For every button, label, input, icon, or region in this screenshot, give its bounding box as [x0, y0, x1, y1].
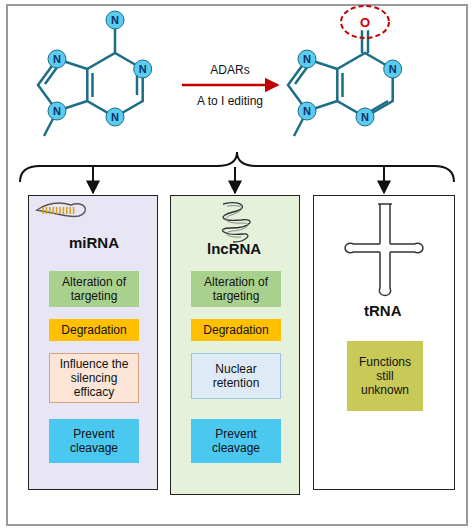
panel-title: miRNA	[69, 234, 119, 251]
effect-box: Alteration of targeting	[191, 271, 281, 307]
branch-arrows	[93, 167, 384, 193]
atom-label: N	[53, 105, 61, 117]
atom-label: N	[303, 105, 311, 117]
atom-label: N	[303, 53, 311, 65]
effect-text: Influence the silencing efficacy	[54, 357, 134, 399]
atom-label: N	[389, 63, 397, 75]
atom-label: N	[111, 111, 119, 123]
panel-title: tRNA	[364, 302, 402, 319]
effect-box: Prevent cleavage	[49, 419, 139, 463]
outer-frame	[7, 5, 467, 525]
effect-text: Prevent cleavage	[195, 427, 277, 455]
effect-box: Functions still unknown	[347, 341, 423, 411]
oxygen-atom	[356, 13, 374, 31]
effect-box: Prevent cleavage	[191, 419, 281, 463]
effect-text: Prevent cleavage	[53, 427, 135, 455]
bracket	[20, 152, 454, 182]
atom-label: N	[139, 63, 147, 75]
adenine-structure	[38, 24, 143, 136]
effect-text: Degradation	[203, 323, 268, 337]
effect-box: Alteration of targeting	[49, 271, 139, 307]
arrow-label: ADARs	[210, 63, 249, 77]
trna-panel: tRNA Functions still unknown	[313, 195, 455, 490]
effect-box: Degradation	[191, 319, 281, 341]
panel-title: lncRNA	[207, 240, 261, 257]
effect-text: Functions still unknown	[351, 355, 419, 397]
lncrna-panel: lncRNA Alteration of targetingDegradation…	[170, 195, 300, 495]
atom-label: N	[53, 53, 61, 65]
highlight-ellipse	[341, 6, 389, 38]
effect-box: Nuclear retention	[191, 353, 281, 399]
effect-text: Degradation	[61, 323, 126, 337]
arrow-label: A to I editing	[197, 94, 263, 108]
editing-arrow	[182, 84, 278, 87]
effect-text: Alteration of targeting	[53, 275, 135, 303]
mirna-panel: miRNA Alteration of targetingDegradationI…	[28, 195, 158, 490]
atom-label: N	[361, 111, 369, 123]
inosine-structure	[288, 28, 393, 136]
atom-label: O	[360, 15, 370, 30]
effect-text: Alteration of targeting	[195, 275, 277, 303]
effect-text: Nuclear retention	[196, 362, 276, 390]
nitrogen-atoms	[48, 11, 402, 126]
effect-box: Influence the silencing efficacy	[49, 353, 139, 403]
effect-box: Degradation	[49, 319, 139, 341]
rna-icon	[314, 196, 456, 316]
atom-label: N	[111, 14, 119, 26]
